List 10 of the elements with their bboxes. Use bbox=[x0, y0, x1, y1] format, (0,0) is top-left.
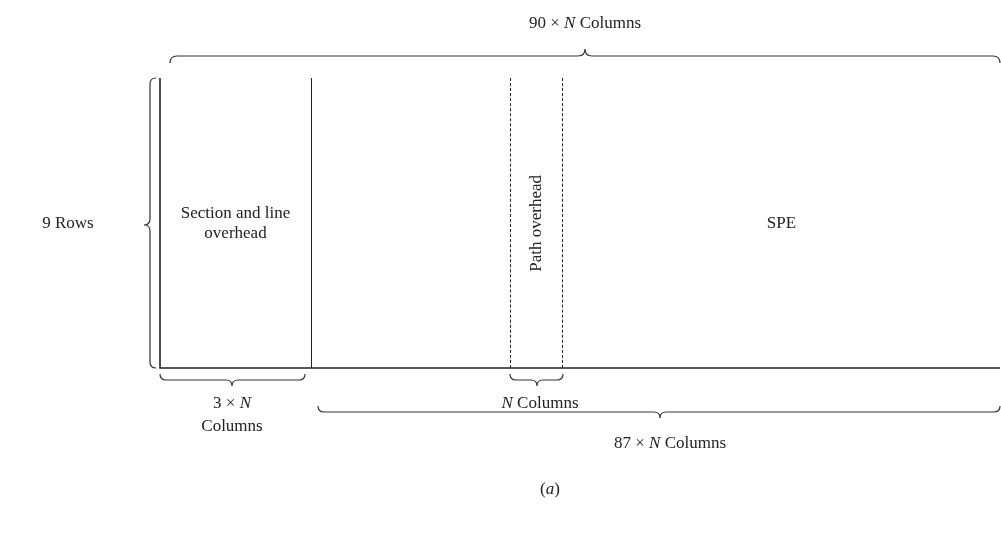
figure-caption: (a) bbox=[539, 478, 561, 500]
overhead-column bbox=[510, 78, 563, 368]
dimension-label: 87 × N Columns bbox=[612, 432, 728, 454]
dimension-label: N Columns bbox=[500, 392, 580, 414]
region-label: Section and line overhead bbox=[179, 202, 292, 244]
region-label: Path overhead bbox=[526, 174, 547, 272]
region-label: SPE bbox=[766, 212, 797, 234]
dimension-label: 90 × N Columns bbox=[527, 12, 643, 34]
dimension-label: 3 × N Columns bbox=[200, 392, 264, 437]
dimension-label: 9 Rows bbox=[41, 212, 95, 234]
